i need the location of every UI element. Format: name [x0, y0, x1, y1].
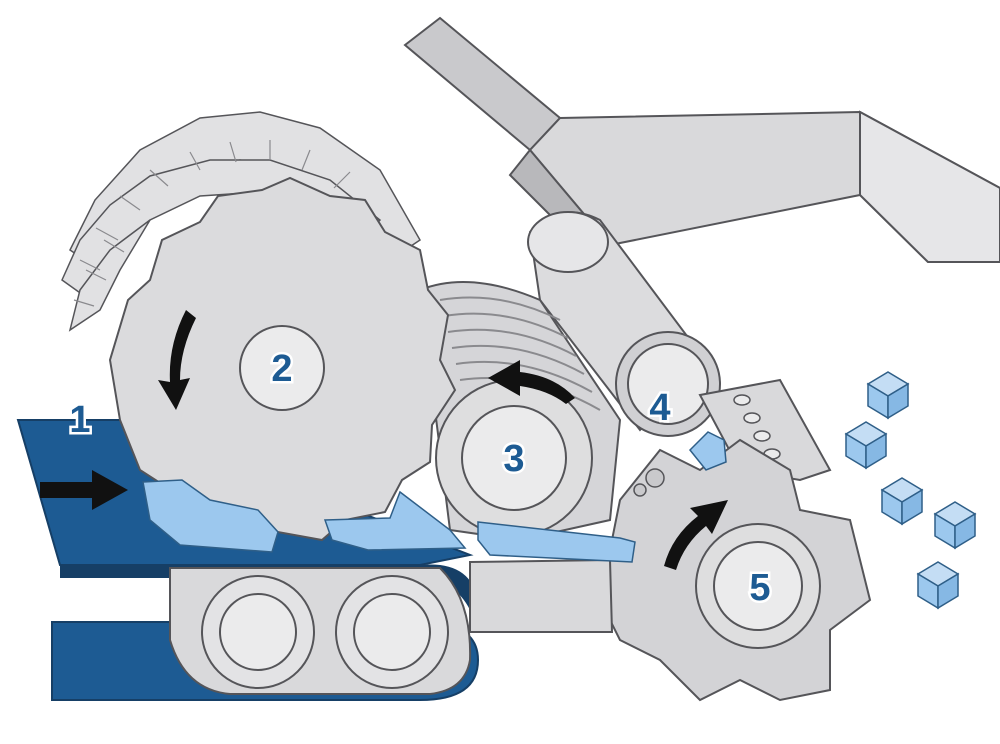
machine-frame	[469, 558, 614, 633]
label-5: 5	[749, 567, 770, 609]
ice-cube	[880, 477, 924, 526]
ice-cubes	[844, 371, 977, 610]
curved-arrow-icon	[488, 360, 575, 404]
bolt-row	[733, 394, 781, 460]
ice-slab	[477, 521, 636, 563]
curved-arrow-icon	[158, 310, 196, 410]
upper-roller	[527, 211, 721, 437]
label-4: 4	[649, 387, 670, 429]
label-3: 3	[503, 438, 524, 480]
ice-slab	[323, 490, 467, 551]
label-2: 2	[271, 348, 292, 390]
curved-arrow-icon	[664, 500, 728, 570]
ice-slab	[142, 479, 279, 553]
ice-cube	[844, 421, 888, 470]
ice-chip	[688, 431, 727, 471]
ice-slabs	[142, 431, 727, 563]
ice-cube	[916, 561, 960, 610]
ice-cube	[866, 371, 910, 420]
straight-arrow-icon	[40, 470, 128, 510]
grooved-roller	[418, 281, 622, 542]
flow-arrows	[40, 310, 728, 570]
ice-cube	[933, 501, 977, 550]
rotary-cutter	[598, 378, 872, 702]
feed-chute	[403, 16, 1000, 263]
toothed-wheel	[61, 111, 457, 547]
label-1: 1	[69, 399, 90, 441]
belt-roller-left	[201, 575, 315, 689]
number-labels: 1 2 3 4 5	[67, 346, 773, 612]
belt-roller-right	[335, 575, 449, 689]
